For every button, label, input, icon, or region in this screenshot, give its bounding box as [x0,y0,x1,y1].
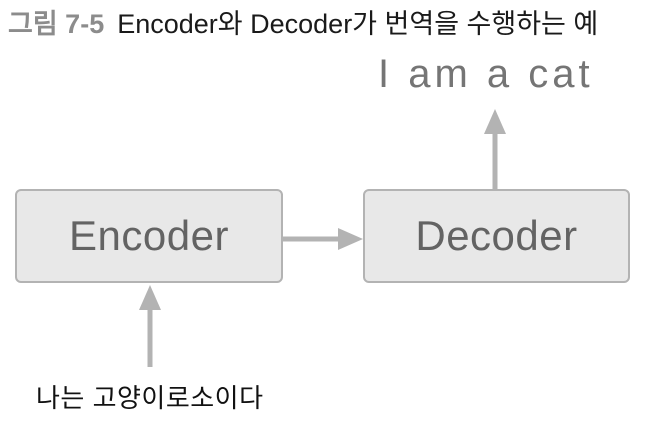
encoder-box: Encoder [15,189,283,283]
decoder-output-arrow-head [484,109,506,134]
figure-caption: 그림 7-5 Encoder와 Decoder가 번역을 수행하는 예 [8,9,598,40]
decoder-box: Decoder [363,189,630,283]
figure-number: 그림 7-5 [8,9,105,39]
input-sentence: 나는 고양이로소이다 [36,383,264,413]
decoder-label: Decoder [415,212,578,259]
encoder-decoder-arrow-head [338,228,363,250]
encoder-input-arrow-head [139,285,161,310]
encoder-label: Encoder [69,212,229,259]
decoder-output-arrow-icon [484,109,506,189]
output-sentence: I am a cat [378,52,594,96]
figure-title: Encoder와 Decoder가 번역을 수행하는 예 [117,9,599,39]
encoder-decoder-arrow-icon [281,228,363,250]
encoder-input-arrow-icon [139,285,161,367]
